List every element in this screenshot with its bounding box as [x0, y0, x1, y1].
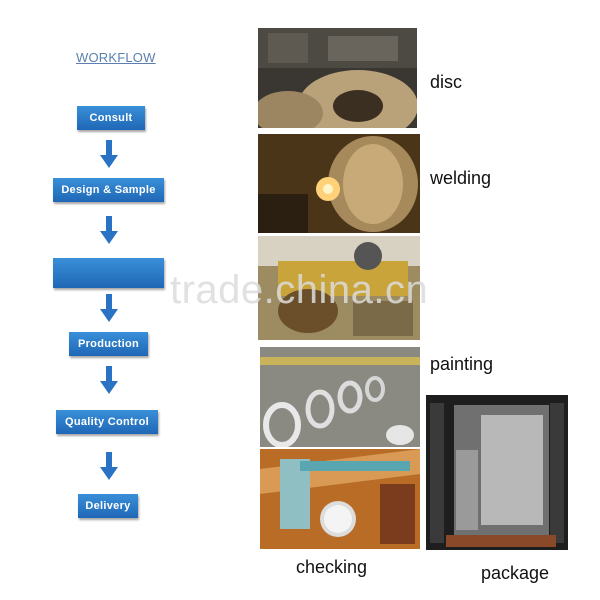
painting-photo — [260, 347, 420, 447]
step-quality-control: Quality Control — [56, 410, 158, 434]
down-arrow-icon — [100, 294, 118, 322]
checking-photo — [260, 449, 420, 549]
down-arrow-icon — [100, 452, 118, 480]
caption-welding: welding — [430, 168, 492, 188]
caption-package: package — [481, 563, 550, 583]
step-delivery: Delivery — [78, 494, 138, 518]
down-arrow-icon — [100, 366, 118, 394]
package-photo — [426, 395, 568, 550]
welding-photo — [258, 134, 420, 233]
disc-photo — [258, 28, 417, 128]
down-arrow-icon — [100, 216, 118, 244]
step-production: Production — [69, 332, 148, 356]
caption-disc: disc — [430, 72, 463, 92]
production-photo — [258, 236, 420, 340]
step-design-sample: Design & Sample — [53, 178, 164, 202]
caption-checking: checking — [296, 557, 368, 577]
step-consult: Consult — [77, 106, 145, 130]
workflow-title: WORKFLOW — [76, 50, 156, 65]
caption-painting: painting — [430, 354, 494, 374]
down-arrow-icon — [100, 140, 118, 168]
step-hidden — [53, 258, 164, 288]
